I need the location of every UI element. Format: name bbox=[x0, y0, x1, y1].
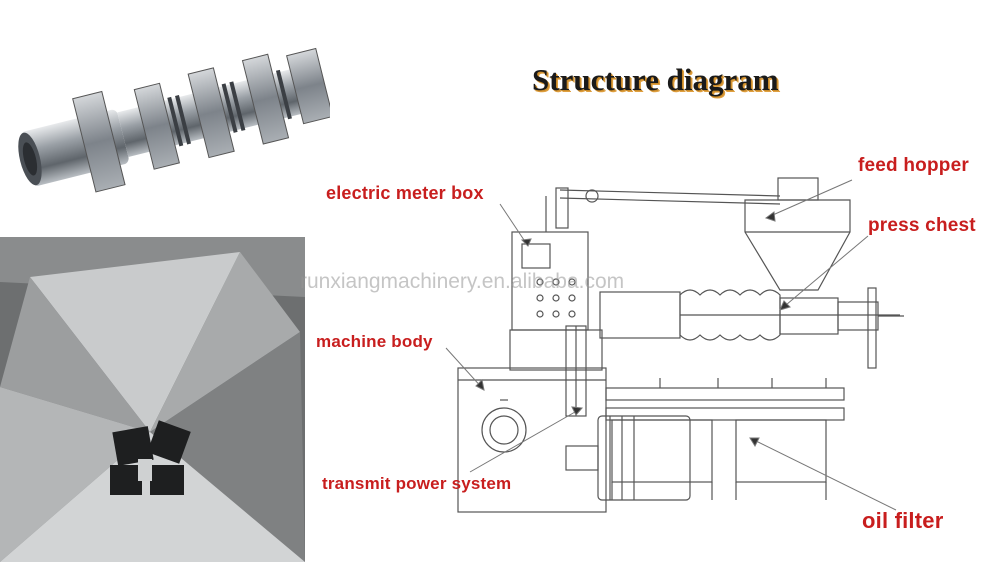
label-press-chest: press chest bbox=[868, 215, 976, 236]
watermark-text: runxiangmachinery.en.alibaba.com bbox=[300, 270, 625, 293]
page-title: Structure diagram bbox=[532, 62, 779, 97]
label-feed-hopper: feed hopper bbox=[858, 155, 969, 176]
hopper-photo bbox=[0, 237, 305, 562]
label-transmit-power-system: transmit power system bbox=[322, 474, 512, 493]
label-oil-filter: oil filter bbox=[862, 508, 944, 533]
press-shaft-photo bbox=[0, 0, 330, 200]
label-machine-body: machine body bbox=[316, 332, 433, 351]
label-electric-meter-box: electric meter box bbox=[326, 183, 484, 203]
